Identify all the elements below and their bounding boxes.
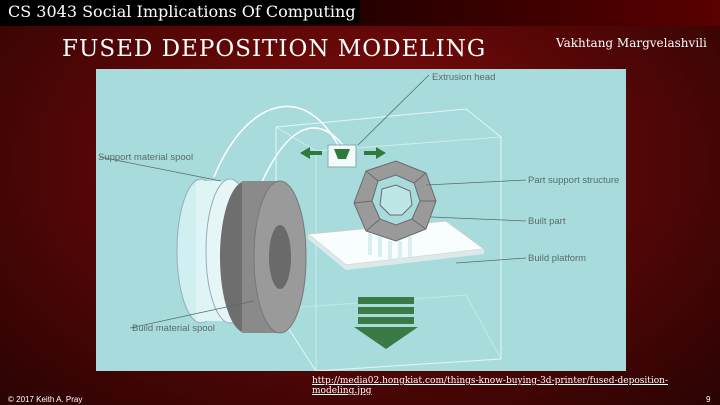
label-extrusion-head: Extrusion head — [432, 72, 495, 83]
part-support-structure — [368, 233, 412, 259]
page-number: 9 — [706, 395, 711, 404]
label-built-part: Built part — [528, 216, 566, 227]
slide-title: FUSED DEPOSITION MODELING — [62, 36, 487, 62]
label-build-spool: Build material spool — [132, 323, 215, 334]
down-arrow-icon — [354, 297, 418, 349]
fdm-illustration: Extrusion head Support material spool Pa… — [98, 72, 619, 371]
source-link[interactable]: http://media02.hongkiat.com/things-know-… — [312, 376, 669, 396]
label-support-spool: Support material spool — [98, 152, 193, 163]
copyright-text: © 2017 Keith A. Pray — [8, 395, 83, 404]
author-name: Vakhtang Margvelashvili — [556, 36, 707, 50]
label-build-platform: Build platform — [528, 253, 586, 264]
extrusion-head — [327, 144, 357, 168]
build-spool — [220, 180, 307, 334]
leader-lines — [99, 74, 527, 329]
fdm-diagram: Extrusion head Support material spool Pa… — [96, 69, 626, 371]
left-arrow-icon — [300, 147, 322, 159]
built-part — [353, 160, 437, 242]
filament-lines — [213, 105, 347, 185]
right-arrow-icon — [364, 147, 386, 159]
course-title: CS 3043 Social Implications Of Computing — [4, 0, 360, 24]
label-part-support: Part support structure — [528, 175, 619, 186]
